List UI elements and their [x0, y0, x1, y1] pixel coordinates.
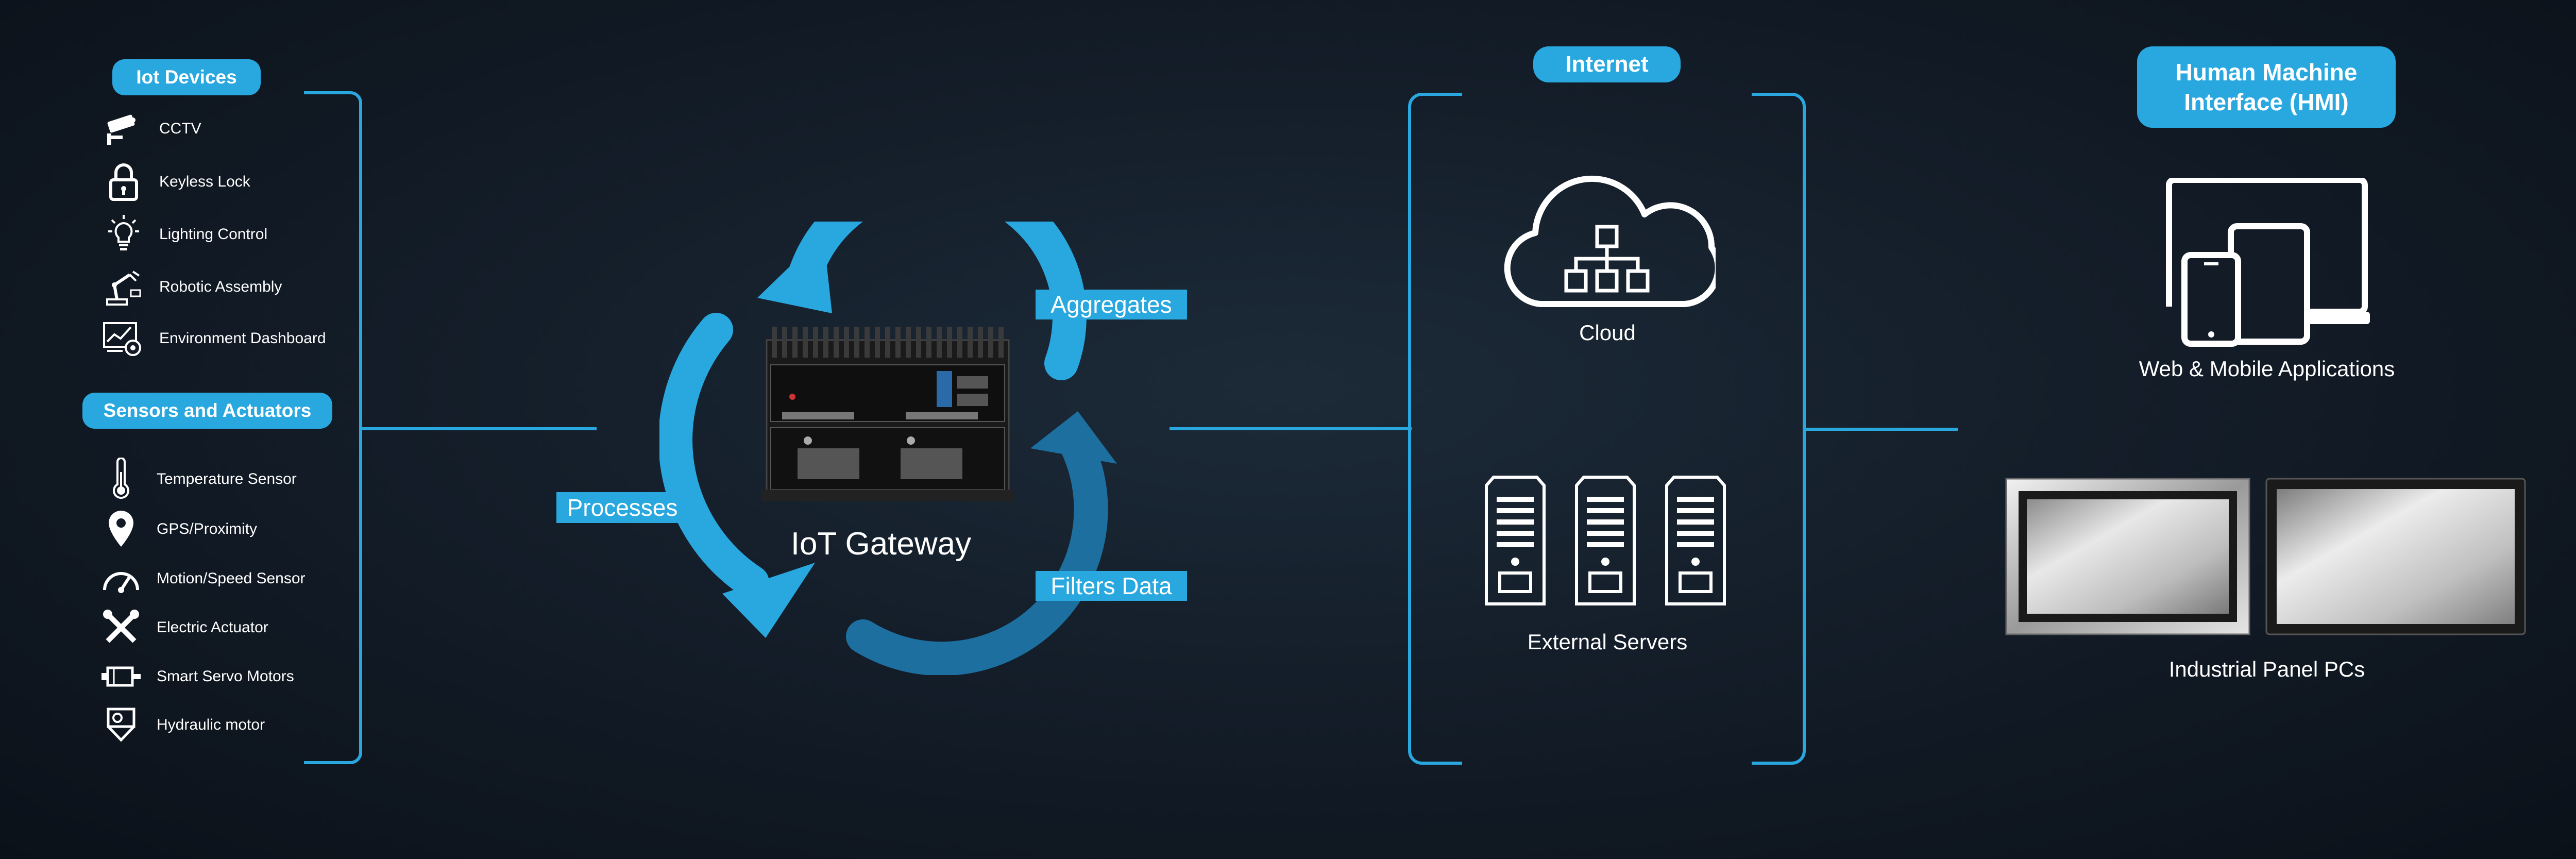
tools-icon [98, 604, 144, 651]
processes-label: Processes [556, 492, 688, 523]
hydraulic-motor-icon [98, 702, 144, 748]
list-item-temperature-sensor: Temperature Sensor [98, 456, 297, 502]
hmi-title: Human Machine Interface (HMI) [2137, 46, 2396, 128]
external-servers-label: External Servers [1527, 630, 1688, 654]
sensors-actuators-title: Sensors and Actuators [82, 393, 332, 429]
cloud-icon [1504, 175, 1716, 307]
web-mobile-apps-label: Web & Mobile Applications [2139, 357, 2395, 381]
external-servers-icon [1485, 476, 1726, 605]
speedometer-icon [98, 555, 144, 602]
iot-devices-title: Iot Devices [112, 59, 261, 95]
gateway-internet-connector [1170, 427, 1412, 430]
list-item-electric-actuator: Electric Actuator [98, 604, 268, 651]
internet-title: Internet [1533, 46, 1681, 82]
list-item-motion-speed-sensor: Motion/Speed Sensor [98, 555, 306, 602]
list-item-gps-proximity: GPS/Proximity [98, 506, 257, 552]
list-item-robotic-assembly: Robotic Assembly [100, 264, 282, 310]
robot-arm-icon [100, 264, 147, 310]
location-pin-icon [98, 506, 144, 552]
list-item-cctv: CCTV [100, 106, 201, 152]
aggregates-label: Aggregates [1036, 290, 1187, 319]
list-item-hydraulic-motor: Hydraulic motor [98, 702, 265, 748]
industrial-panel-pc-1 [2005, 478, 2250, 635]
dashboard-icon [100, 315, 147, 362]
devices-icon [2166, 178, 2370, 347]
lock-icon [100, 159, 147, 205]
list-item-lighting-control: Lighting Control [100, 211, 267, 258]
internet-bracket [1408, 93, 1958, 765]
servo-motor-icon [98, 653, 144, 700]
list-item-keyless-lock: Keyless Lock [100, 159, 250, 205]
filters-data-label: Filters Data [1036, 571, 1187, 601]
thermometer-icon [98, 456, 144, 502]
list-item-smart-servo-motors: Smart Servo Motors [98, 653, 294, 700]
iot-gateway-device [761, 327, 1014, 501]
gateway-label: IoT Gateway [790, 526, 972, 562]
cloud-label: Cloud [1579, 321, 1636, 345]
cctv-icon [100, 106, 147, 152]
industrial-panel-pcs-label: Industrial Panel PCs [2168, 657, 2365, 681]
list-item-environment-dashboard: Environment Dashboard [100, 315, 326, 362]
left-bracket [304, 91, 597, 764]
industrial-panel-pc-2 [2265, 478, 2526, 635]
lightbulb-icon [100, 211, 147, 258]
